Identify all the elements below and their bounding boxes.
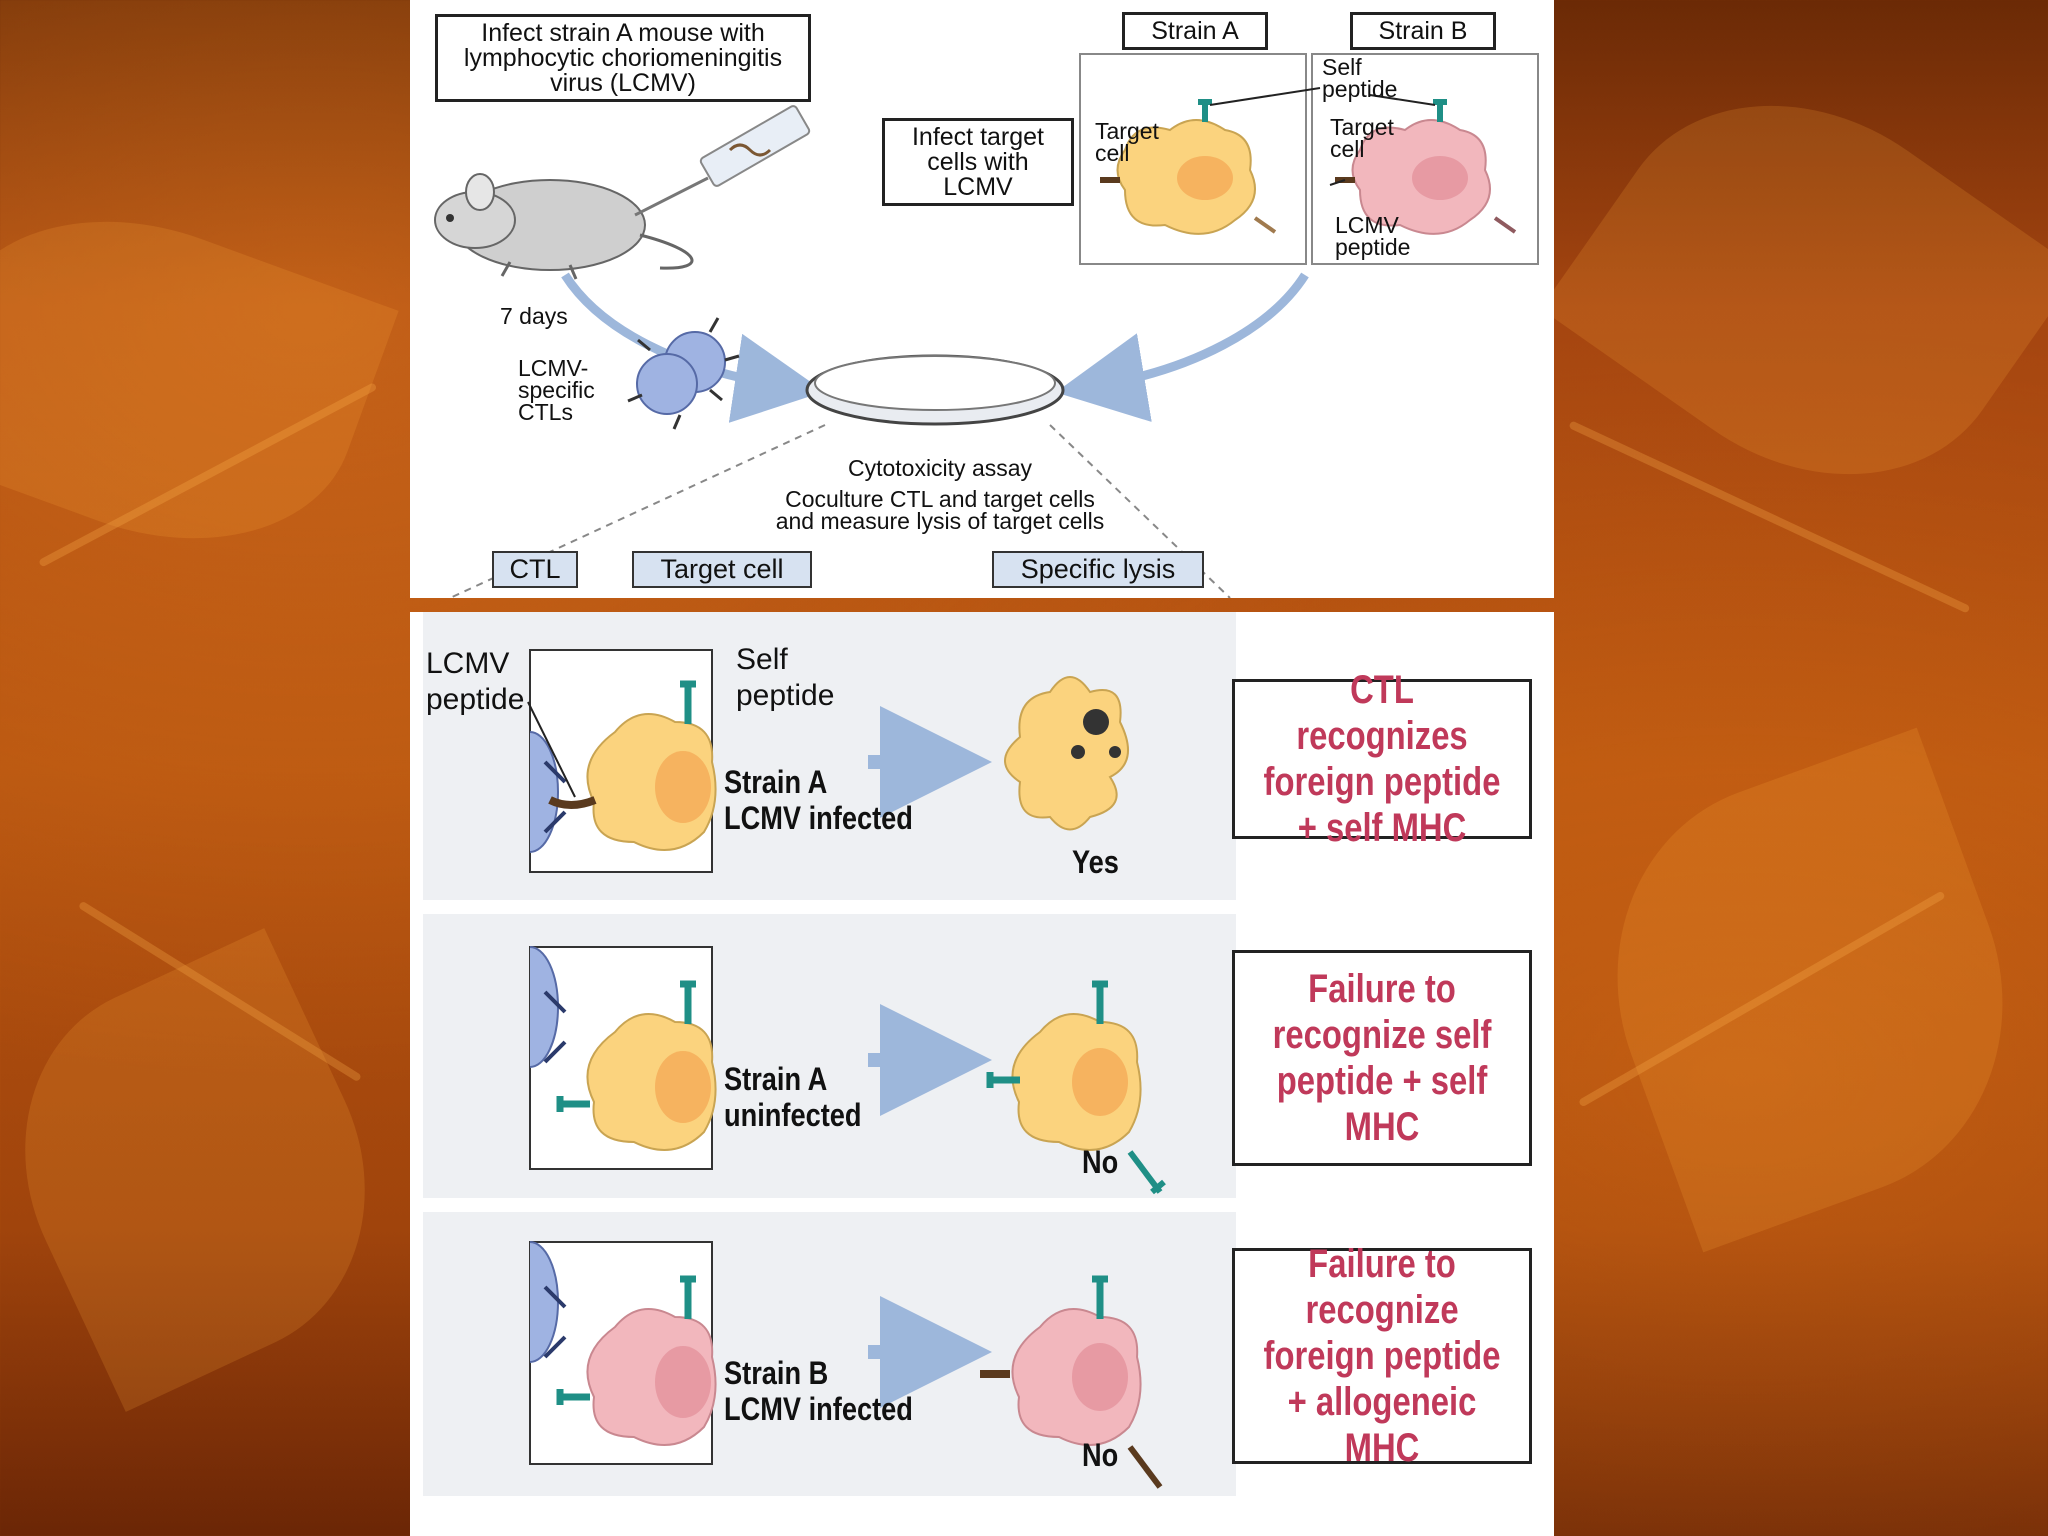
ctl-cells-illustration (627, 317, 740, 430)
row-1-conclusion-text: CTL recognizes foreign peptide + self MH… (1263, 668, 1501, 850)
lcmv-peptide-bottom-label: LCMV peptide (426, 647, 525, 716)
strain-a-header: Strain A (1122, 12, 1268, 50)
row-3-conclusion: Failure to recognize foreign peptide + a… (1232, 1242, 1532, 1470)
tag-ctl: CTL (492, 551, 578, 588)
row-3-label-1: Strain B (724, 1355, 829, 1391)
setup-illustration (434, 53, 1539, 598)
row-2-label-2: uninfected (724, 1097, 862, 1133)
row-3-label-2: LCMV infected (724, 1391, 913, 1427)
row-1-label-1: Strain A (724, 764, 828, 800)
experiment-setup-panel: Infect strain A mouse with lymphocytic c… (410, 0, 1554, 598)
results-illustration (527, 649, 1166, 1489)
background-leaf (1540, 30, 2048, 550)
background-leaf (0, 928, 425, 1412)
infect-target-cells-box: Infect target cells with LCMV (882, 118, 1074, 206)
target-cell-b-label: Target cell (1330, 114, 1394, 162)
self-peptide-label: Self peptide (1322, 54, 1398, 102)
assay-description-2: and measure lysis of target cells (775, 508, 1105, 534)
strain-a-target-cell-illustration (1100, 99, 1277, 235)
target-cell-a-label: Target cell (1095, 118, 1159, 166)
row-1-result: Yes (1072, 844, 1119, 880)
strain-b-header-text: Strain B (1378, 16, 1468, 45)
row-1-label-2: LCMV infected (724, 800, 913, 836)
infect-mouse-box: Infect strain A mouse with lymphocytic c… (435, 14, 811, 102)
row-1-conclusion: CTL recognizes foreign peptide + self MH… (1232, 668, 1532, 850)
background-leaf (0, 167, 399, 593)
culture-dish-illustration (805, 354, 1065, 426)
assay-title: Cytotoxicity assay (847, 455, 1033, 481)
syringe-illustration (634, 105, 811, 217)
strain-a-header-text: Strain A (1151, 16, 1239, 45)
lcmv-ctls-label: LCMV-specific CTLs (518, 355, 595, 425)
infect-mouse-text: Infect strain A mouse with lymphocytic c… (463, 18, 783, 97)
strain-b-header: Strain B (1350, 12, 1496, 50)
row-2-label-1: Strain A (724, 1061, 828, 1097)
background-leaf (1559, 727, 2048, 1253)
strain-b-target-cell-illustration (1335, 99, 1517, 235)
row-2-conclusion-text: Failure to recognize self peptide + self… (1272, 967, 1492, 1149)
results-panel: LCMV peptide Self peptide Strain A LCMV … (410, 612, 1554, 1536)
tag-target-cell: Target cell (632, 551, 812, 588)
row-2-conclusion: Failure to recognize self peptide + self… (1232, 950, 1532, 1166)
mouse-illustration (434, 173, 694, 280)
row-3-result: No (1082, 1437, 1119, 1473)
assay-description-1: Coculture CTL and target cells (785, 486, 1095, 512)
seven-days-label: 7 days (500, 303, 568, 329)
row-2-result: No (1082, 1144, 1119, 1180)
tag-specific-lysis: Specific lysis (992, 551, 1204, 588)
self-peptide-bottom-label: Self peptide (736, 643, 835, 712)
lcmv-peptide-label: LCMV peptide (1335, 212, 1411, 260)
infect-target-text: Infect target cells with LCMV (911, 122, 1045, 201)
row-3-conclusion-text: Failure to recognize foreign peptide + a… (1263, 1242, 1501, 1470)
